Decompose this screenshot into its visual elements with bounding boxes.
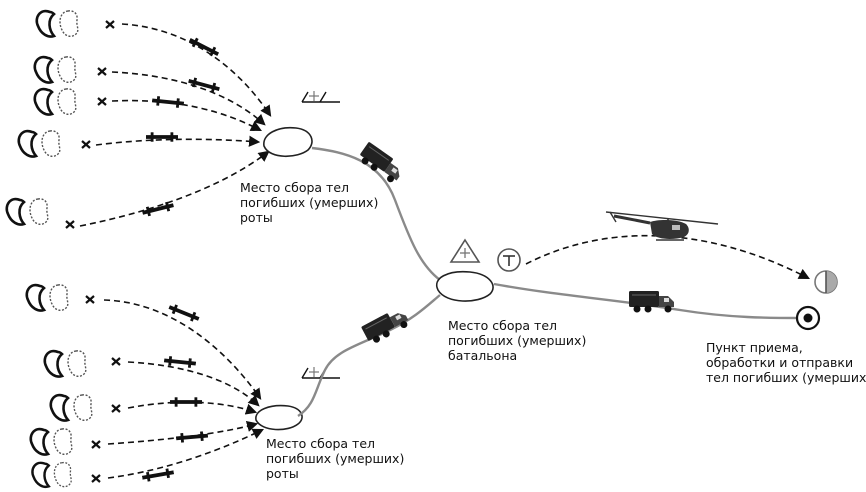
medical-cross-flag-icon [301, 91, 340, 103]
fallen-soldier-icon [35, 9, 80, 38]
evacuation-path [127, 361, 260, 407]
label-line: Место сбора тел [266, 436, 376, 451]
evacuation-path [107, 428, 265, 479]
fallen-soldier-icon [33, 55, 78, 84]
fallen-soldier-icon [29, 427, 74, 456]
evacuation-path [103, 299, 262, 400]
label-line: погибших (умерших) [448, 333, 587, 348]
stretcher-icon [187, 76, 221, 94]
fallen-soldier-icon [25, 283, 70, 312]
x-mark-icon [81, 140, 91, 149]
fallen-soldier-icon [33, 87, 78, 116]
label-line: погибших (умерших) [240, 195, 379, 210]
truck-icon [360, 305, 412, 347]
road-to-receiving-point [493, 282, 801, 320]
evacuation-path [95, 135, 261, 147]
x-mark-icon [97, 67, 107, 76]
top-company-group [5, 9, 441, 281]
fallen-soldier-icon [31, 461, 73, 489]
stretcher-icon [167, 302, 201, 324]
stretcher-icon [187, 35, 221, 59]
battalion-collection-point [435, 270, 494, 302]
label-line: Место сбора тел [448, 318, 558, 333]
evacuation-path [79, 150, 270, 227]
stretcher-icon [170, 397, 202, 407]
label-line: тел погибших (умерших) [706, 370, 866, 385]
company-collection-point [263, 126, 313, 158]
stretcher-icon [151, 95, 185, 109]
x-mark-icon [91, 474, 101, 483]
x-mark-icon [105, 20, 115, 29]
x-mark-icon [65, 220, 75, 229]
helicopter-route [525, 234, 810, 280]
stretcher-icon [141, 200, 175, 218]
evacuation-path [111, 99, 262, 132]
fallen-soldier-icon [17, 129, 62, 158]
truck-icon [356, 141, 407, 186]
road-bottom [297, 294, 441, 418]
battalion-group [435, 211, 838, 331]
company-collection-label-bottom: Место сбора тел погибших (умерших) роты [266, 436, 404, 481]
t-circle-icon [497, 248, 521, 272]
label-line: Место сбора тел [240, 180, 350, 195]
half-circle-icon [814, 270, 838, 294]
stretcher-icon [141, 467, 175, 483]
receiving-point-label: Пункт приема, обработки и отправки тел п… [706, 340, 866, 385]
x-mark-icon [111, 357, 121, 366]
target-icon [795, 305, 821, 331]
x-mark-icon [91, 440, 101, 449]
fallen-soldier-icon [5, 197, 50, 226]
battalion-collection-label: Место сбора тел погибших (умерших) батал… [448, 318, 586, 363]
truck-icon [628, 290, 675, 313]
label-line: батальона [448, 348, 518, 363]
company-collection-point [255, 404, 303, 431]
x-mark-icon [97, 97, 107, 106]
x-mark-icon [111, 404, 121, 413]
stretcher-icon [175, 430, 209, 444]
x-mark-icon [85, 295, 95, 304]
label-line: погибших (умерших) [266, 451, 405, 466]
stretcher-icon [146, 132, 178, 142]
label-line: обработки и отправки [706, 355, 854, 370]
label-line: роты [266, 466, 299, 481]
fallen-soldier-icon [43, 349, 88, 378]
helicopter-icon [605, 211, 719, 241]
fallen-soldier-icon [49, 393, 94, 422]
label-line: роты [240, 210, 273, 225]
triangle-cross-icon [449, 238, 481, 263]
bottom-company-group [25, 283, 441, 489]
road-top [311, 146, 441, 281]
label-line: Пункт приема, [706, 340, 803, 355]
company-collection-label-top: Место сбора тел погибших (умерших) роты [240, 180, 378, 225]
evacuation-path [111, 71, 266, 126]
